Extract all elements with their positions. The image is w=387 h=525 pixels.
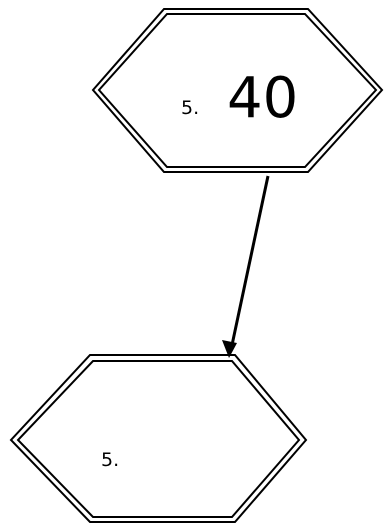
node-bottom-index-label: 5.: [101, 449, 119, 471]
hexagon-node-bottom-inner-border: [16, 360, 301, 518]
hexagon-node-top-inner-border: [97, 13, 378, 168]
edge-top-to-bottom: [222, 175, 270, 358]
arrowhead-icon: [222, 340, 237, 358]
node-top-index-label: 5.: [181, 97, 199, 119]
hexagon-node-bottom: 5.: [9, 354, 308, 523]
hexagon-node-top-outer-border: [91, 8, 384, 173]
hexagon-node-bottom-outer-border: [9, 354, 308, 523]
hexagon-node-top: 5. 40: [91, 8, 384, 173]
edge-line: [230, 175, 270, 346]
node-top-value-label: 40: [227, 66, 298, 131]
